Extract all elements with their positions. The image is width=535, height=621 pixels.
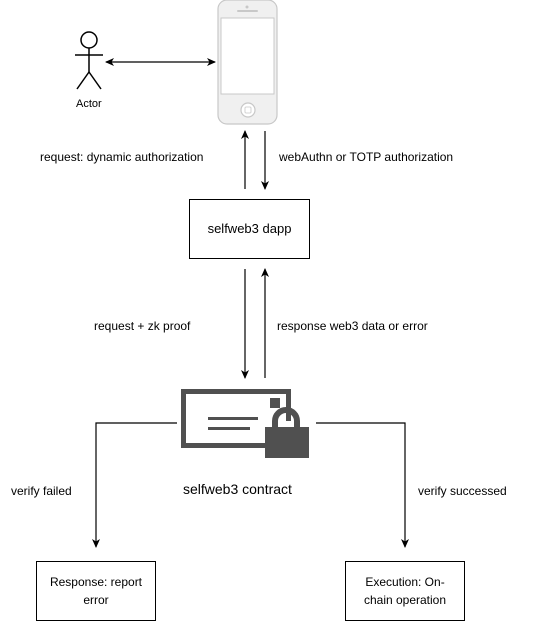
actor-label: Actor [76, 98, 102, 110]
smartphone-icon [217, 0, 278, 125]
response-node-label: Response: report error [49, 575, 143, 607]
contract-to-dapp-label: response web3 data or error [277, 319, 428, 333]
dapp-to-phone-label: webAuthn or TOTP authorization [279, 150, 454, 164]
execution-node: Execution: On-chain operation [345, 561, 465, 621]
verify-failed-edge [92, 422, 177, 548]
response-node: Response: report error [36, 561, 156, 621]
execution-node-label: Execution: On-chain operation [363, 575, 447, 607]
dapp-node: selfweb3 dapp [189, 199, 310, 259]
contract-node-label: selfweb3 contract [183, 481, 292, 497]
lock-icon [265, 407, 309, 458]
phone-to-dapp-label: request: dynamic authorization [40, 150, 204, 164]
actor-icon [75, 31, 103, 90]
dapp-node-label: selfweb3 dapp [207, 221, 292, 236]
verify-successed-edge [316, 422, 409, 548]
verify-failed-label: verify failed [11, 484, 72, 498]
dapp-to-contract-label: request + zk proof [94, 319, 191, 333]
verify-successed-label: verify successed [418, 484, 507, 498]
